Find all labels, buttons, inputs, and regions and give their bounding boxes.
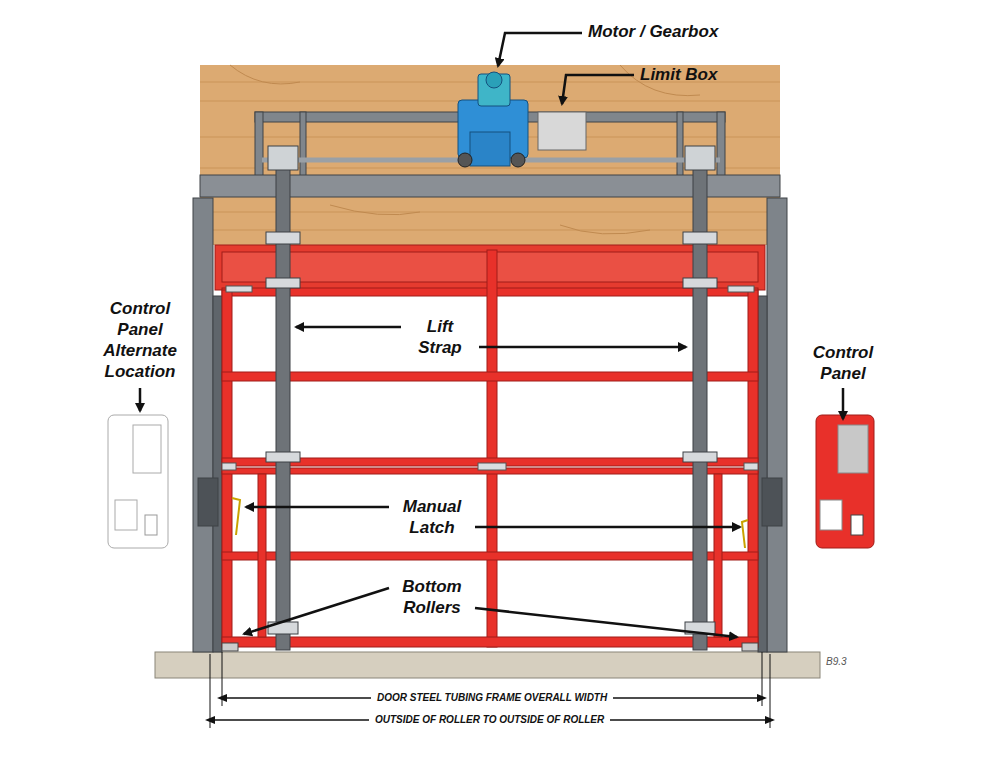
limit-box xyxy=(538,112,586,150)
frame-post xyxy=(300,112,306,176)
callout-label: Motor / Gearbox xyxy=(588,21,758,42)
strap-clamp xyxy=(266,232,300,244)
leader-lines xyxy=(140,33,843,637)
strap-clamp xyxy=(266,278,300,288)
door-rail xyxy=(222,552,758,560)
manual-latch xyxy=(742,520,748,548)
extension-line xyxy=(210,652,770,728)
leader-line xyxy=(139,388,142,411)
latch-housing xyxy=(762,478,782,526)
bottom-roller xyxy=(222,643,238,651)
fitting xyxy=(222,463,236,470)
callout-label: Control Panel Alternate Location xyxy=(90,298,190,382)
leader-line xyxy=(296,326,401,329)
lift-strap xyxy=(276,150,290,650)
leader-line xyxy=(244,588,389,634)
panel-body xyxy=(108,415,168,548)
leader-line xyxy=(246,506,389,509)
leader-line xyxy=(498,33,582,66)
motor-fan xyxy=(486,72,502,88)
concrete-floor xyxy=(155,652,820,678)
side-column xyxy=(193,198,213,652)
lower-stile xyxy=(258,474,266,637)
callout-label: Control Panel xyxy=(800,342,886,384)
callout-label: Limit Box xyxy=(640,64,760,85)
strap-clamp xyxy=(683,278,717,288)
bottom-rail xyxy=(222,637,758,647)
panel-inset xyxy=(838,425,868,473)
panel-switch xyxy=(851,515,863,535)
inner-column xyxy=(213,296,222,652)
gearbox-lower xyxy=(470,132,510,166)
strap-clamp xyxy=(683,232,717,244)
leader-line xyxy=(842,388,845,419)
callout-label: Lift Strap xyxy=(404,316,476,358)
sprocket xyxy=(511,153,525,167)
dimension-lines xyxy=(210,652,770,728)
door-frame xyxy=(215,245,765,647)
control-panel-alternate xyxy=(108,415,168,548)
panel-window xyxy=(820,500,842,530)
wood-grain xyxy=(230,65,700,234)
leader-line xyxy=(475,608,737,637)
fitting xyxy=(226,286,252,292)
door-fittings xyxy=(222,286,758,470)
fitting xyxy=(728,286,754,292)
sprocket xyxy=(458,153,472,167)
leader-line xyxy=(479,346,686,349)
panel-body xyxy=(816,415,874,548)
pulley xyxy=(268,146,298,170)
manual-latch xyxy=(232,498,240,535)
side-column xyxy=(767,198,787,652)
leader-line xyxy=(562,75,634,104)
lower-stile xyxy=(714,474,722,637)
center-stile xyxy=(487,250,497,647)
figure-number: B9.3 xyxy=(826,656,886,668)
frame-post xyxy=(255,112,263,176)
dimension-label: OUTSIDE OF ROLLER TO OUTSIDE OF ROLLER xyxy=(369,714,610,726)
fitting xyxy=(478,463,506,470)
dimension-label: DOOR STEEL TUBING FRAME OVERALL WIDTH xyxy=(371,692,613,704)
strap-clamp xyxy=(683,452,717,462)
lift-straps xyxy=(266,146,717,650)
panel-inset xyxy=(133,425,161,473)
strap-clamp xyxy=(266,452,300,462)
steel-frame xyxy=(193,112,787,652)
inner-column xyxy=(758,296,767,652)
frame-post xyxy=(717,112,725,176)
lift-strap xyxy=(693,150,707,650)
leader-line xyxy=(475,526,740,529)
frame-post xyxy=(677,112,683,176)
panel-window xyxy=(115,500,137,530)
callout-label: Bottom Rollers xyxy=(392,576,472,618)
latch-housing xyxy=(198,478,218,526)
motor-gearbox xyxy=(458,72,528,167)
callout-label: Manual Latch xyxy=(392,496,472,538)
pulley xyxy=(685,146,715,170)
bottom-roller xyxy=(742,643,758,651)
door-rail xyxy=(222,372,758,381)
fitting xyxy=(744,463,758,470)
control-panel xyxy=(816,415,874,548)
panel-switch xyxy=(145,515,157,535)
